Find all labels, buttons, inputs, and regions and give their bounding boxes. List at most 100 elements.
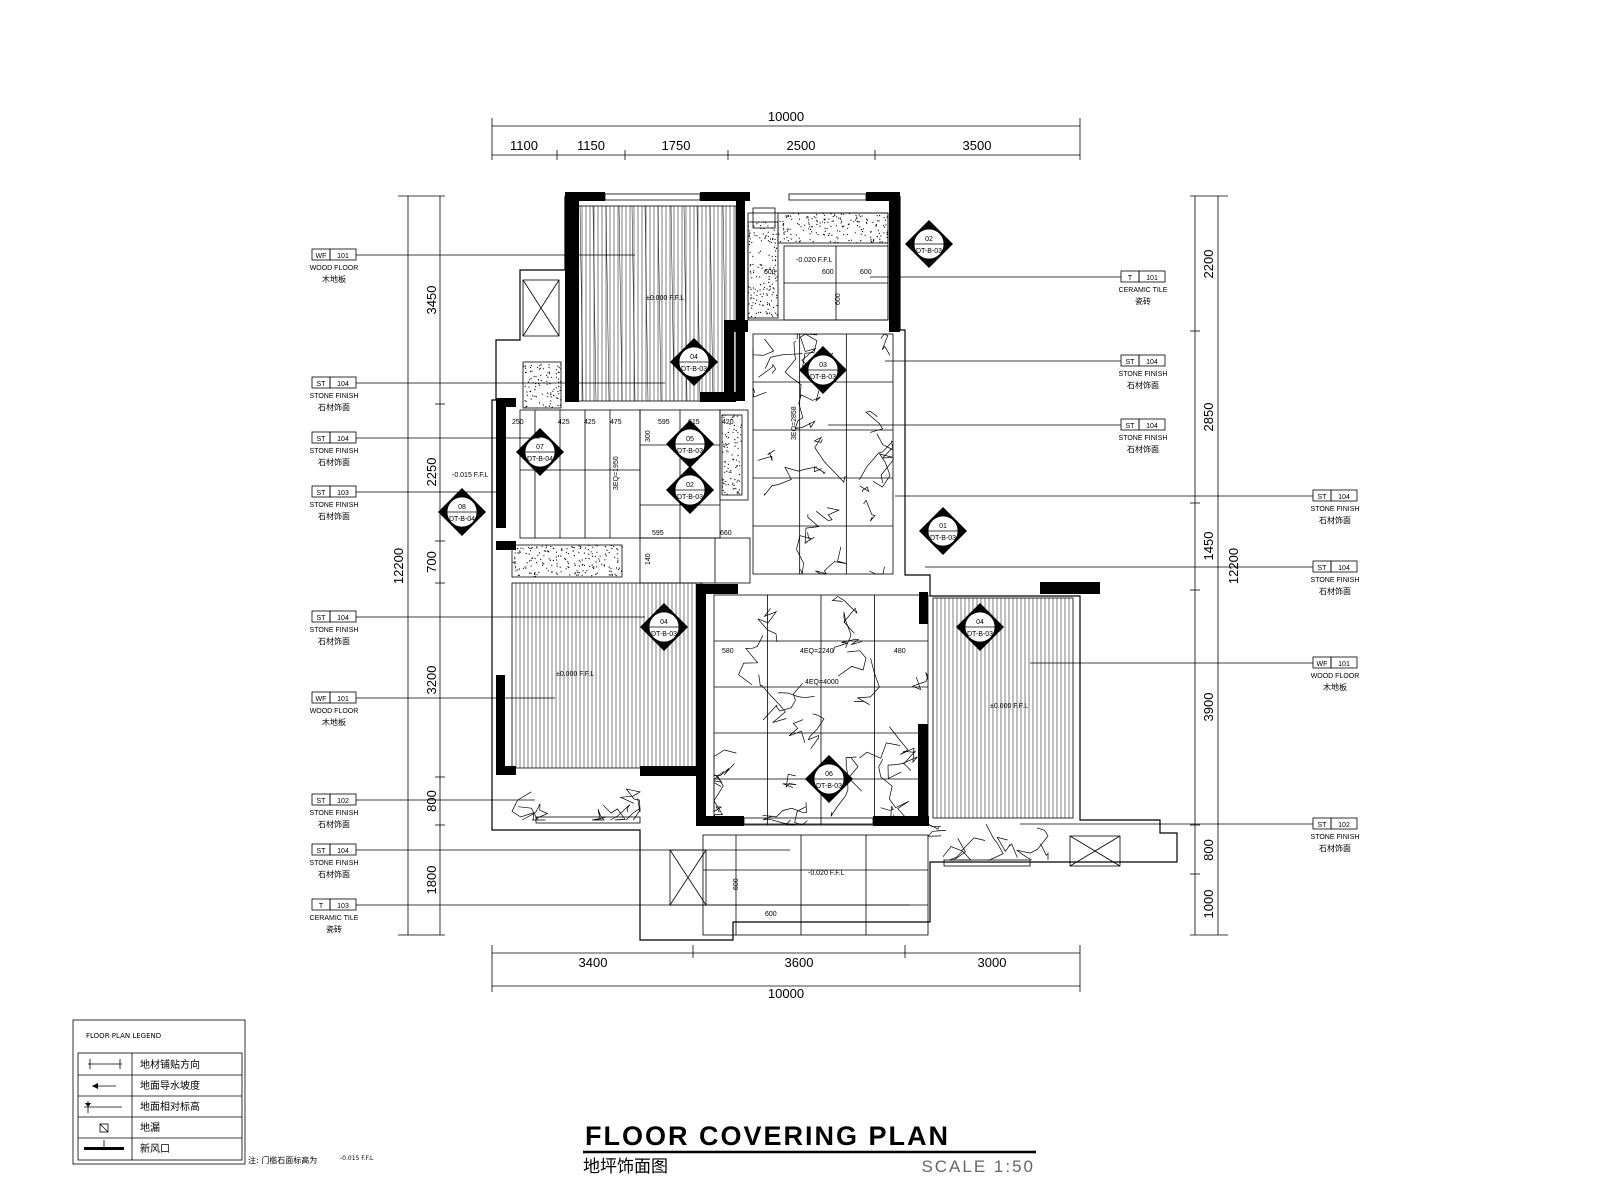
- tag-number: 104: [337, 615, 349, 622]
- legend-label-3: 地面相对标高: [140, 1100, 200, 1113]
- tag-english: CERAMIC TILE: [310, 915, 359, 922]
- tag-code: ST: [317, 381, 327, 388]
- tag-number: 102: [1338, 822, 1350, 829]
- drawing-subtitle: 地坪饰面图: [583, 1157, 668, 1177]
- marker-reference: DT-B-03: [916, 248, 942, 255]
- right-dim-3: 1450: [1201, 532, 1216, 561]
- dim-425-a: 425: [558, 419, 570, 426]
- tag-number: 104: [337, 381, 349, 388]
- tag-chinese: 石材饰面: [318, 511, 350, 521]
- tag-english: STONE FINISH: [310, 860, 359, 867]
- tag-chinese: 石材饰面: [318, 869, 350, 879]
- tag-english: CERAMIC TILE: [1119, 287, 1168, 294]
- tag-code: ST: [317, 436, 327, 443]
- equal-division-2240: 4EQ=2240: [800, 648, 834, 655]
- marker-number: 04: [660, 619, 668, 626]
- tag-number: 101: [337, 696, 349, 703]
- bedroom-top-wood-floor: [577, 205, 737, 402]
- legend: FLOOR PLAN LEGEND 地材铺贴方向 地面导: [72, 1019, 374, 1165]
- tag-code: ST: [317, 848, 327, 855]
- plan-body: 600 600 600 600 600 600 3EQ=2858 3EQ=195…: [438, 192, 1178, 941]
- tag-chinese: 石材饰面: [318, 402, 350, 412]
- right-dim-4: 3900: [1201, 693, 1216, 722]
- level-bedroom-right: ±0.000 F.F.L: [990, 703, 1028, 710]
- tag-chinese: 木地板: [322, 717, 346, 727]
- tag-english: STONE FINISH: [310, 810, 359, 817]
- tile-dim-600-e: 600: [733, 878, 740, 890]
- equal-division-1950: 3EQ=1950: [613, 456, 620, 490]
- fresh-air-icon: [84, 1140, 124, 1150]
- left-total-dim: 12200: [391, 548, 406, 584]
- tag-chinese: 石材饰面: [1319, 515, 1351, 525]
- tag-english: WOOD FLOOR: [310, 265, 359, 272]
- right-dimensions: 12200 2200 2850 1450 3900 800 1000: [1190, 195, 1241, 936]
- tag-english: STONE FINISH: [1119, 435, 1168, 442]
- level-bathroom: -0.020 F.F.L: [796, 257, 833, 264]
- tag-number: 102: [337, 798, 349, 805]
- drawing-title: FLOOR COVERING PLAN: [585, 1121, 950, 1151]
- bottom-dim-3: 3000: [978, 955, 1007, 970]
- tag-code: ST: [317, 615, 327, 622]
- right-total-dim: 12200: [1226, 548, 1241, 584]
- tag-english: STONE FINISH: [310, 448, 359, 455]
- marker-reference: DT-B-03: [930, 535, 956, 542]
- bedroom-left-wood-floor: [511, 582, 703, 769]
- top-dim-5: 3500: [963, 138, 992, 153]
- tag-code: ST: [317, 490, 327, 497]
- tag-english: STONE FINISH: [310, 627, 359, 634]
- bottom-dim-2: 3600: [785, 955, 814, 970]
- windows: [535, 193, 1031, 867]
- bathroom-top: [747, 207, 889, 321]
- tag-chinese: 木地板: [322, 274, 346, 284]
- marker-number: 05: [686, 436, 694, 443]
- tag-number: 103: [337, 903, 349, 910]
- level-bedroom-top: ±0.000 F.F.L: [646, 295, 684, 302]
- equal-division-2858: 3EQ=2858: [791, 406, 798, 440]
- right-dim-5: 800: [1201, 839, 1216, 861]
- title-block: FLOOR COVERING PLAN 地坪饰面图 SCALE 1:50: [583, 1121, 1036, 1177]
- tag-number: 104: [337, 436, 349, 443]
- top-dim-2: 1150: [577, 138, 605, 153]
- tag-english: WOOD FLOOR: [310, 708, 359, 715]
- marker-number: 04: [976, 619, 984, 626]
- marble-veins: [511, 333, 1049, 861]
- dim-420: 420: [722, 419, 734, 426]
- dining-room-stone: [713, 594, 929, 826]
- dim-615: 615: [688, 419, 700, 426]
- tag-chinese: 木地板: [1323, 682, 1347, 692]
- stair-area: [519, 409, 751, 584]
- tag-code: ST: [1126, 423, 1136, 430]
- tag-chinese: 石材饰面: [1319, 843, 1351, 853]
- interior-labels: 600 600 600 600 600 600 3EQ=2858 3EQ=195…: [452, 257, 1028, 918]
- tag-code: ST: [1318, 822, 1328, 829]
- tag-number: 101: [337, 253, 349, 260]
- section-markers: 02DT-B-0303DT-B-0304DT-B-0307DT-B-0405DT…: [438, 220, 1004, 803]
- left-dim-2: 2250: [424, 458, 439, 487]
- tag-code: WF: [316, 253, 327, 260]
- stone-strip-2: [747, 221, 779, 319]
- tag-code: ST: [1126, 359, 1136, 366]
- legend-label-5: 新风口: [140, 1142, 170, 1155]
- tag-number: 104: [1146, 423, 1158, 430]
- tag-chinese: 石材饰面: [318, 636, 350, 646]
- marker-reference: DT-B-03: [967, 631, 993, 638]
- level-bedroom-left: ±0.000 F.F.L: [556, 671, 594, 678]
